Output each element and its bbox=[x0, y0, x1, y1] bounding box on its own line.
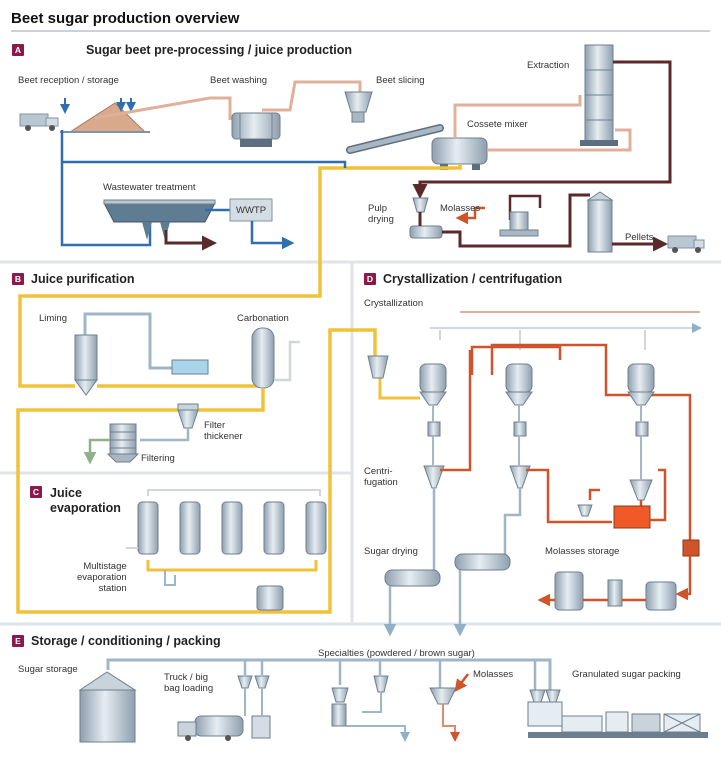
label-molasses-a: Molasses bbox=[440, 203, 481, 214]
label-pulp-drying: Pulp drying bbox=[368, 203, 394, 225]
filtering-unit bbox=[106, 423, 140, 463]
specialty-mills bbox=[331, 675, 389, 727]
packing-line bbox=[527, 689, 708, 738]
section-c-badge: C bbox=[30, 486, 42, 498]
molasses-tank-orange bbox=[613, 505, 651, 529]
label-wwtp: WWTP bbox=[236, 205, 267, 216]
section-a-title: Sugar beet pre-processing / juice produc… bbox=[86, 43, 353, 57]
wastewater-basin bbox=[103, 199, 216, 240]
label-beet-washing: Beet washing bbox=[210, 75, 268, 86]
label-multistage: Multistage evaporation station bbox=[77, 561, 127, 594]
label-pellets: Pellets bbox=[625, 232, 654, 243]
brown-sugar-mixer bbox=[429, 687, 457, 705]
section-d-badge: D bbox=[364, 273, 376, 285]
label-crystallization: Crystallization bbox=[364, 298, 424, 309]
sugar-truck bbox=[177, 715, 244, 741]
label-carbonation: Carbonation bbox=[237, 313, 289, 324]
slice-conveyor bbox=[346, 124, 444, 154]
seed-magma-hopper bbox=[367, 355, 389, 379]
section-c-title: Juice evaporation bbox=[50, 486, 121, 515]
lime-tank bbox=[171, 359, 209, 375]
thick-juice-tank bbox=[256, 585, 284, 611]
evaporators bbox=[137, 501, 327, 555]
sugar-dryers bbox=[384, 553, 511, 587]
section-a-badge: A bbox=[12, 44, 24, 56]
label-liming: Liming bbox=[39, 313, 67, 324]
big-bag bbox=[251, 715, 271, 739]
label-specialties: Specialties (powdered / brown sugar) bbox=[318, 648, 475, 659]
label-granulated-packing: Granulated sugar packing bbox=[572, 669, 681, 680]
extraction-tower bbox=[580, 44, 618, 146]
section-e-badge: E bbox=[12, 635, 24, 647]
water-input-arrows bbox=[60, 98, 136, 114]
pellet-silo bbox=[586, 191, 614, 253]
label-sugar-storage: Sugar storage bbox=[18, 664, 78, 675]
pellet-truck bbox=[667, 235, 705, 253]
label-cossete-mixer: Cossete mixer bbox=[467, 119, 528, 130]
section-b-title: Juice purification bbox=[31, 272, 135, 286]
label-molasses-e: Molasses bbox=[473, 669, 514, 680]
section-dividers bbox=[0, 260, 721, 626]
mixers-small bbox=[427, 421, 649, 437]
section-d-title: Crystallization / centrifugation bbox=[383, 272, 563, 286]
beet-reception-truck bbox=[19, 113, 59, 131]
label-extraction: Extraction bbox=[527, 60, 570, 71]
section-e-title: Storage / conditioning / packing bbox=[31, 634, 221, 648]
pulp-press bbox=[409, 197, 443, 239]
label-beet-slicing: Beet slicing bbox=[376, 75, 425, 86]
molasses-cooler bbox=[682, 539, 700, 557]
crystallizers bbox=[419, 363, 655, 406]
label-sugar-drying: Sugar drying bbox=[364, 546, 418, 557]
label-filtering: Filtering bbox=[141, 453, 175, 464]
beet-slicer bbox=[344, 91, 373, 123]
label-truck-loading: Truck / big bag loading bbox=[164, 672, 214, 694]
label-filter-thickener: Filter thickener bbox=[204, 420, 243, 442]
loading-hoppers bbox=[237, 675, 270, 689]
section-b-badge: B bbox=[12, 273, 24, 285]
page-title: Beet sugar production overview bbox=[11, 10, 240, 27]
label-beet-reception: Beet reception / storage bbox=[18, 75, 119, 86]
pulp-dryer bbox=[499, 211, 539, 237]
sugar-silo bbox=[78, 671, 137, 743]
carbonation-tank bbox=[251, 327, 275, 389]
filter-thickener bbox=[177, 403, 199, 429]
beet-washing-drum bbox=[231, 112, 281, 147]
liming-tank bbox=[74, 334, 98, 396]
beet-storage-pile bbox=[60, 102, 150, 133]
label-wastewater-treatment: Wastewater treatment bbox=[103, 182, 196, 193]
label-molasses-storage: Molasses storage bbox=[545, 546, 620, 557]
molasses-storage-tanks bbox=[554, 571, 677, 611]
label-centrifugation: Centri- fugation bbox=[364, 466, 398, 488]
centrifuges bbox=[423, 465, 653, 501]
